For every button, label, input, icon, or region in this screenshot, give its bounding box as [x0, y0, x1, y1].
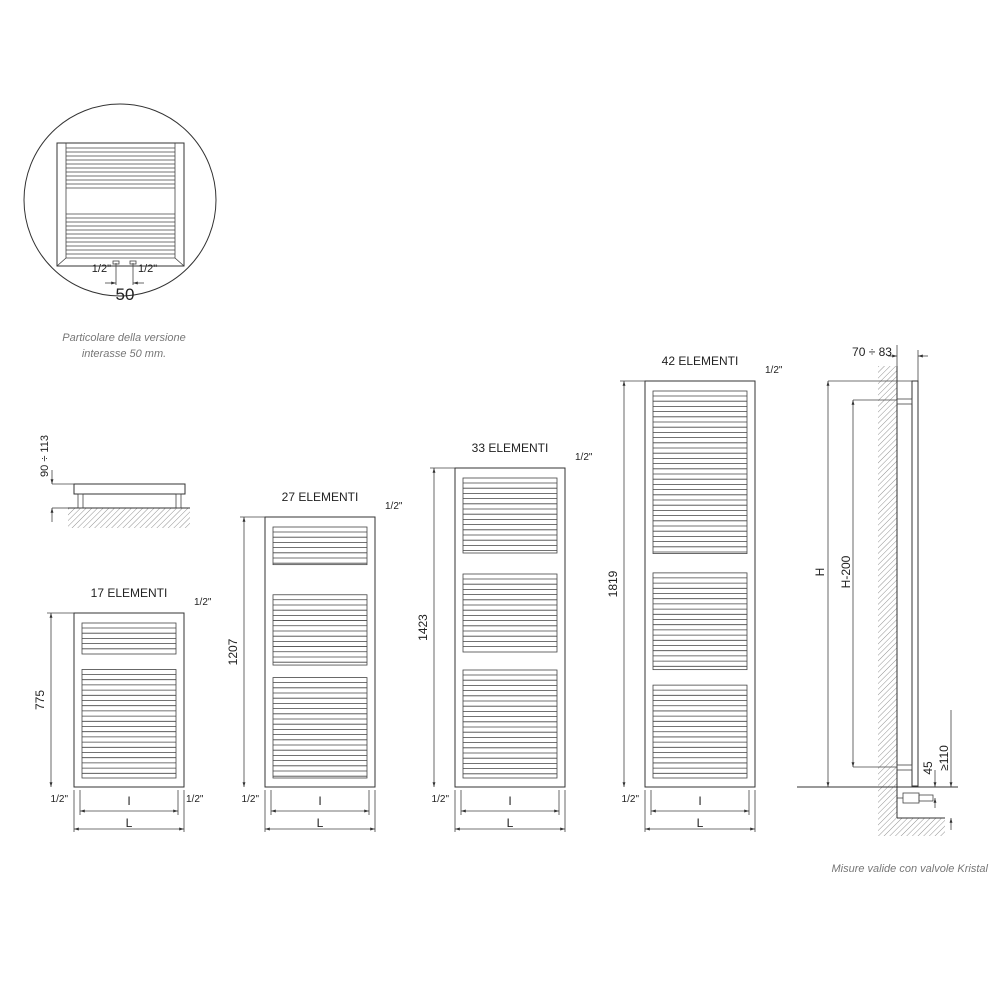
- inner-width-label: I: [127, 794, 130, 808]
- connection-bottom-left-label: 1/2": [242, 794, 260, 805]
- side-valve-offset-label: 45: [921, 761, 935, 775]
- radiator-4: 42 ELEMENTI 1/2" 1819 1/2" IL: [606, 354, 783, 832]
- bar-group: [652, 572, 748, 671]
- bar-group: [272, 594, 368, 666]
- bar-group: [81, 669, 177, 779]
- width-label: L: [126, 816, 133, 830]
- height-label: 1423: [416, 614, 430, 641]
- bar-group: [652, 390, 748, 554]
- height-label: 1207: [226, 638, 240, 665]
- width-label: L: [317, 816, 324, 830]
- side-wall-distance-label: 70 ÷ 83: [852, 345, 892, 359]
- radiator-title: 27 ELEMENTI: [282, 490, 359, 504]
- top-view: 90 ÷ 113: [39, 435, 190, 528]
- radiator-title: 17 ELEMENTI: [91, 586, 168, 600]
- connection-top-label: 1/2": [385, 501, 403, 512]
- detail-caption-line2: interasse 50 mm.: [82, 348, 166, 360]
- connection-top-label: 1/2": [194, 597, 212, 608]
- side-bracket-height-label: H-200: [839, 555, 853, 588]
- connection-bottom-left-label: 1/2": [51, 794, 69, 805]
- detail-pipe-left-label: 1/2": [92, 263, 111, 275]
- radiator-title: 33 ELEMENTI: [472, 441, 549, 455]
- radiator-1: 17 ELEMENTI 1/2" 775 1/2" 1/2" IL: [33, 586, 212, 832]
- height-label: 775: [33, 690, 47, 710]
- side-view: H H-200 70 ÷ 83 45 ≥110: [797, 345, 958, 836]
- radiator-title: 42 ELEMENTI: [662, 354, 739, 368]
- side-height-label: H: [813, 568, 827, 577]
- height-label: 1819: [606, 570, 620, 597]
- radiator-frame: [454, 467, 566, 788]
- detail-circle: 1/2" 1/2" 50: [23, 103, 217, 304]
- detail-pipe-right-label: 1/2": [138, 263, 157, 275]
- inner-width-label: I: [508, 794, 511, 808]
- side-floor-clearance-label: ≥110: [937, 745, 951, 771]
- detail-spacing-label: 50: [116, 285, 135, 304]
- inner-width-label: I: [318, 794, 321, 808]
- radiator-frame: [73, 612, 185, 788]
- radiator-3: 33 ELEMENTI 1/2" 1423 1/2" IL: [416, 441, 593, 832]
- note: Misure valide con valvole Kristal: [831, 863, 988, 875]
- connection-bottom-right-label: 1/2": [186, 794, 204, 805]
- width-label: L: [697, 816, 704, 830]
- detail-caption-line1: Particolare della versione: [62, 332, 186, 344]
- radiator-frame: [644, 380, 756, 788]
- radiator-frame: [264, 516, 376, 788]
- inner-width-label: I: [698, 794, 701, 808]
- connection-bottom-left-label: 1/2": [622, 794, 640, 805]
- bar-group: [272, 677, 368, 779]
- bar-group: [462, 669, 558, 779]
- bar-group: [462, 573, 558, 653]
- connection-top-label: 1/2": [575, 452, 593, 463]
- top-view-depth-label: 90 ÷ 113: [39, 435, 51, 477]
- bar-group: [272, 526, 368, 566]
- bar-group: [462, 477, 558, 554]
- detail-radiator: [56, 142, 185, 267]
- width-label: L: [507, 816, 514, 830]
- radiator-2: 27 ELEMENTI 1/2" 1207 1/2" IL: [226, 490, 403, 832]
- connection-top-label: 1/2": [765, 365, 783, 376]
- connection-bottom-left-label: 1/2": [432, 794, 450, 805]
